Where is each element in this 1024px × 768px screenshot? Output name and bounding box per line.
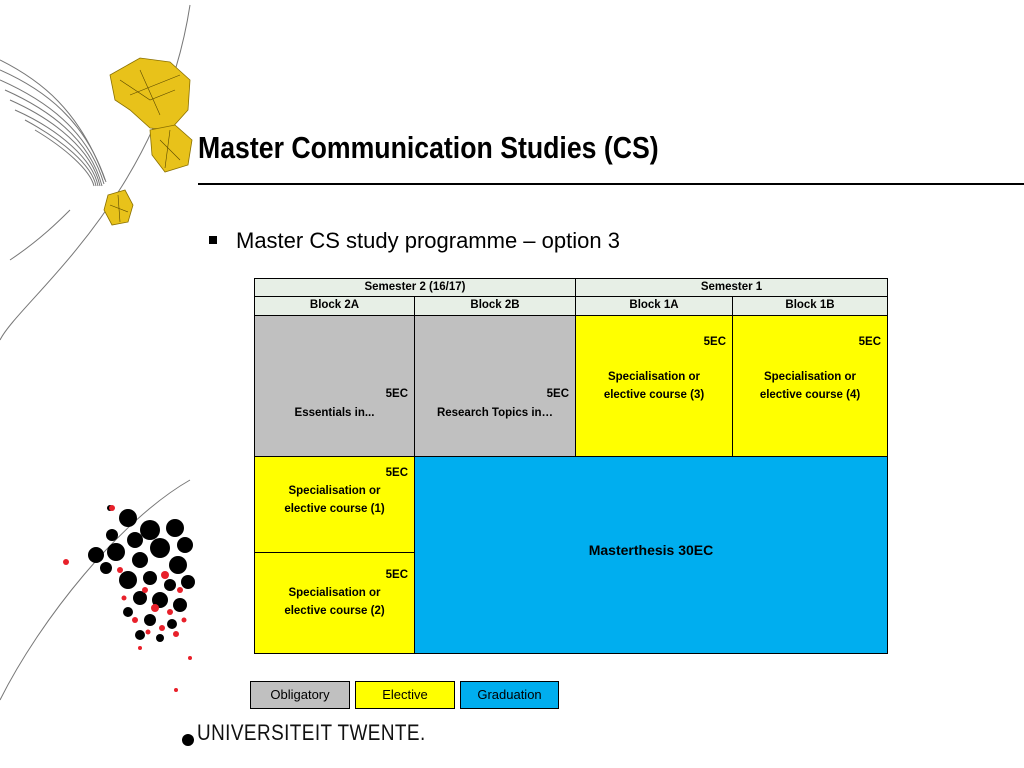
course-label: Research Topics in… (436, 407, 554, 419)
ec-label: 5EC (858, 336, 881, 348)
legend-obligatory: Obligatory (250, 681, 350, 709)
course-specialisation-2: 5EC Specialisation or elective course (2… (254, 552, 415, 654)
title-divider (198, 183, 1024, 185)
masterthesis-label: Masterthesis 30EC (588, 542, 714, 558)
study-programme-table: Semester 2 (16/17) Semester 1 Block 2A B… (254, 278, 888, 654)
course-label-line2: elective course (1) (284, 503, 385, 515)
bullet-square-icon (209, 236, 217, 244)
block-header-2a: Block 2A (254, 296, 415, 316)
ec-label: 5EC (385, 467, 408, 479)
legend-elective: Elective (355, 681, 455, 709)
course-label-line1: Specialisation or (607, 371, 701, 383)
course-research-topics: 5EC Research Topics in… (414, 315, 576, 457)
ec-label: 5EC (385, 388, 408, 400)
ec-label: 5EC (546, 388, 569, 400)
semester-header-2: Semester 2 (16/17) (254, 278, 576, 297)
course-label-line2: elective course (3) (603, 389, 705, 401)
course-label-line1: Specialisation or (288, 587, 381, 599)
course-specialisation-3: 5EC Specialisation or elective course (3… (575, 315, 733, 457)
course-label-line1: Specialisation or (288, 485, 381, 497)
slide-title: Master Communication Studies (CS) (198, 130, 659, 165)
block-header-2b: Block 2B (414, 296, 576, 316)
legend-graduation: Graduation (460, 681, 559, 709)
ec-label: 5EC (385, 569, 408, 581)
course-label-line2: elective course (2) (284, 605, 385, 617)
semester-header-1: Semester 1 (575, 278, 888, 297)
course-label-line2: elective course (4) (759, 389, 861, 401)
course-label: Essentials in... (294, 407, 375, 419)
bullet-text: Master CS study programme – option 3 (236, 228, 620, 253)
course-specialisation-1: 5EC Specialisation or elective course (1… (254, 456, 415, 553)
course-label-line1: Specialisation or (763, 371, 857, 383)
decorative-graphic (0, 4, 195, 746)
ec-label: 5EC (703, 336, 726, 348)
course-essentials: 5EC Essentials in... (254, 315, 415, 457)
block-header-1a: Block 1A (575, 296, 733, 316)
course-specialisation-4: 5EC Specialisation or elective course (4… (732, 315, 888, 457)
university-logo: UNIVERSITEIT TWENTE. (197, 720, 426, 745)
block-header-1b: Block 1B (732, 296, 888, 316)
masterthesis: Masterthesis 30EC (414, 456, 888, 654)
